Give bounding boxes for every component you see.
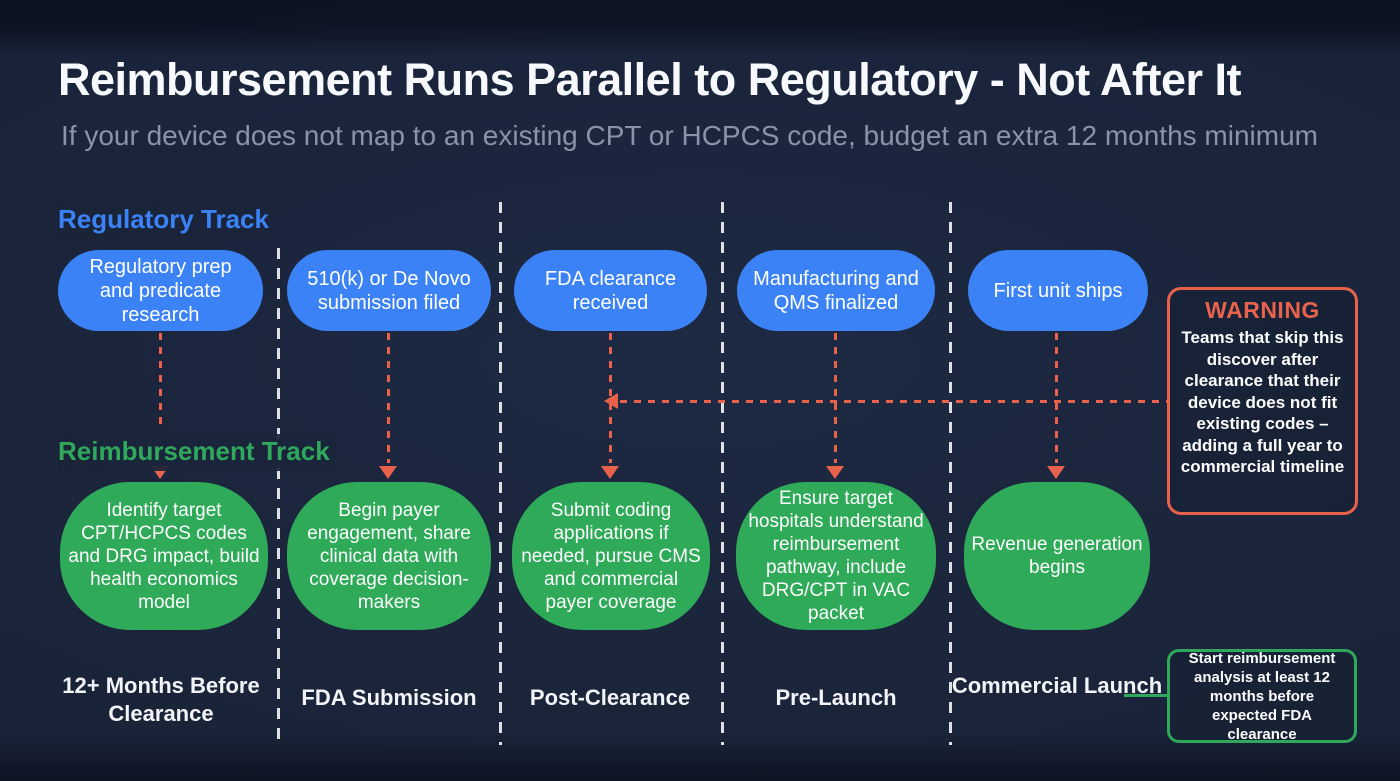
regulatory-step-5: First unit ships xyxy=(968,250,1148,331)
callout-connector-line xyxy=(1124,694,1167,697)
page-title: Reimbursement Runs Parallel to Regulator… xyxy=(58,54,1242,105)
callout-box: Start reimbursement analysis at least 12… xyxy=(1167,649,1357,743)
column-separator-3 xyxy=(721,202,724,745)
connector-arrow-line-5 xyxy=(1055,333,1058,463)
warning-arrowhead-left xyxy=(604,393,618,409)
regulatory-step-1: Regulatory prep and predicate research xyxy=(58,250,263,331)
warning-box: WARNING Teams that skip this discover af… xyxy=(1167,287,1358,515)
page-subtitle: If your device does not map to an existi… xyxy=(61,120,1318,151)
column-separator-4 xyxy=(949,202,952,745)
column-separator-1 xyxy=(277,248,280,745)
connector-arrow-line-1 xyxy=(159,333,162,430)
regulatory-step-3: FDA clearance received xyxy=(514,250,707,331)
reimbursement-step-5: Revenue generation begins xyxy=(964,482,1150,630)
warning-title: WARNING xyxy=(1205,297,1320,323)
regulatory-track-label: Regulatory Track xyxy=(58,202,275,239)
reimbursement-track-label: Reimbursement Track xyxy=(58,434,336,471)
reimbursement-step-2: Begin payer engagement, share clinical d… xyxy=(287,482,491,630)
phase-label-2: FDA Submission xyxy=(301,685,477,710)
reimbursement-step-4: Ensure target hospitals understand reimb… xyxy=(736,482,936,630)
callout-text: Start reimbursement analysis at least 12… xyxy=(1188,649,1336,743)
connector-arrowhead-down-2 xyxy=(379,466,397,479)
connector-arrowhead-down-5 xyxy=(1047,466,1065,479)
connector-arrow-line-2 xyxy=(387,333,390,463)
phase-label-4: Pre-Launch xyxy=(775,685,897,710)
regulatory-step-4: Manufacturing and QMS finalized xyxy=(737,250,935,331)
warning-body: Teams that skip this discover after clea… xyxy=(1180,328,1345,476)
reimbursement-step-1: Identify target CPT/HCPCS codes and DRG … xyxy=(60,482,268,630)
column-separator-2 xyxy=(499,202,502,745)
regulatory-step-2: 510(k) or De Novo submission filed xyxy=(287,250,491,331)
phase-label-5: Commercial Launch xyxy=(951,673,1163,698)
phase-label-3: Post-Clearance xyxy=(529,685,691,710)
connector-arrowhead-down-3 xyxy=(601,466,619,479)
connector-arrowhead-down-4 xyxy=(826,466,844,479)
reimbursement-step-3: Submit coding applications if needed, pu… xyxy=(512,482,710,630)
warning-arrow-line xyxy=(620,400,1168,403)
connector-arrow-line-4 xyxy=(834,333,837,463)
phase-label-1: 12+ Months Before Clearance xyxy=(62,673,260,726)
